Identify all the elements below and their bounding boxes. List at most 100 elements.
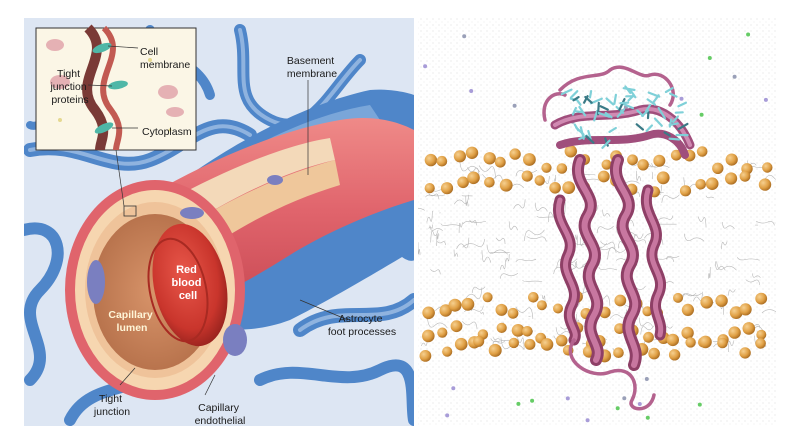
ion (644, 377, 649, 381)
lipid-headgroup (642, 306, 653, 317)
lipid-tail (471, 286, 486, 293)
ion (423, 64, 428, 69)
lipid-headgroup (461, 297, 475, 311)
ligand-stick (560, 88, 573, 96)
label-capillary-endothelial: Capillary endothelial (195, 402, 246, 427)
lipid-tail (436, 241, 446, 246)
lipid-tail (728, 340, 735, 352)
lipid-tail (453, 194, 469, 205)
lipid-tail (728, 289, 736, 296)
lipid-headgroup (762, 162, 773, 173)
ligand-stick (657, 106, 667, 120)
lipid-headgroup (495, 303, 508, 316)
lipid-tail (456, 237, 470, 250)
endothelial-nucleus (267, 175, 283, 185)
lipid-tail (666, 255, 680, 260)
ligand-stick (605, 97, 615, 106)
lipid-tail (467, 167, 480, 177)
lipid-headgroup (700, 296, 713, 309)
lipid-tail (658, 215, 674, 220)
ion (637, 402, 642, 406)
ion (516, 401, 521, 406)
lipid-headgroup (728, 326, 741, 339)
lipid-tail (541, 295, 546, 304)
lipid-headgroup (422, 306, 435, 320)
label-red-blood-cell: Red blood cell (172, 264, 205, 302)
ligand-stick (671, 115, 680, 124)
lipid-headgroup (482, 292, 493, 303)
lipid-headgroup (439, 304, 452, 317)
lipid-headgroup (643, 331, 654, 343)
lipid-tail (515, 306, 534, 320)
ligand-stick (587, 129, 592, 141)
label-astrocyte-foot-processes: Astrocyte foot processes (328, 313, 396, 338)
ligand-stick (677, 122, 689, 131)
lipid-tail (426, 210, 433, 223)
lipid-headgroup (549, 182, 561, 194)
ligand-stick (575, 126, 585, 136)
lipid-headgroup (450, 320, 463, 333)
ligand-stick (646, 98, 657, 106)
ligand-stick (569, 90, 579, 99)
endothelial-nucleus (223, 324, 247, 356)
lipid-tail (602, 209, 611, 217)
ligand-stick (668, 92, 678, 98)
lipid-tail (683, 233, 705, 242)
lipid-headgroup (725, 153, 738, 166)
ligand-stick (668, 122, 679, 127)
lipid-headgroup (496, 322, 507, 333)
lipid-tail (575, 234, 578, 246)
red-blood-cell (152, 223, 228, 347)
lipid-tail (425, 194, 446, 198)
ligand-stick (575, 97, 582, 106)
lipid-tail (635, 170, 642, 182)
lipid-headgroup (467, 171, 480, 185)
lipid-headgroup (725, 172, 738, 185)
lipid-tail (499, 259, 506, 270)
ligand-stick (627, 94, 635, 102)
ligand-stick (593, 109, 599, 122)
lipid-headgroup (562, 181, 576, 195)
ions (423, 32, 768, 423)
lipid-tail (714, 261, 726, 271)
ion (763, 97, 768, 102)
lipid-headgroup (424, 153, 438, 167)
lipid-headgroup (729, 306, 743, 319)
lipid-tail (430, 230, 439, 243)
ligand-stick (573, 109, 584, 114)
lipid-headgroup (656, 171, 670, 185)
lipid-headgroup (448, 298, 462, 312)
ligand-stick (572, 95, 580, 102)
lipid-tail (421, 339, 428, 347)
lipid-tail (508, 221, 519, 231)
lipid-tail (462, 239, 485, 248)
left-labels: Cell membrane Tight junction proteins Cy… (49, 46, 396, 427)
lipid-headgroup (442, 346, 453, 357)
lipid-headgroup (739, 303, 752, 316)
lipid-headgroup (556, 163, 568, 174)
ligand-stick (636, 109, 645, 117)
lipid-headgroup (699, 335, 712, 349)
lipid-headgroup (717, 337, 728, 349)
lipid-tail (522, 280, 543, 282)
lipid-tail (633, 239, 647, 244)
lipid-headgroup (473, 335, 485, 347)
ion (512, 103, 517, 108)
lipid-tail (722, 222, 735, 229)
ion (679, 96, 684, 101)
lipid-headgroup (440, 182, 454, 195)
lipid-tail (492, 340, 506, 347)
lipid-tail (517, 337, 525, 350)
ion (732, 74, 737, 79)
lipid-headgroup (673, 292, 683, 303)
ligand-stick (668, 137, 681, 141)
lipid-headgroup (614, 323, 625, 334)
lipid-tail (418, 208, 425, 211)
lipid-headgroup (483, 152, 496, 165)
lipid-headgroup (553, 303, 563, 314)
ligand-stick (601, 139, 611, 149)
ion (469, 89, 474, 93)
lipid-tail (429, 225, 443, 232)
loop-bottom (568, 338, 656, 411)
ion (615, 406, 620, 411)
